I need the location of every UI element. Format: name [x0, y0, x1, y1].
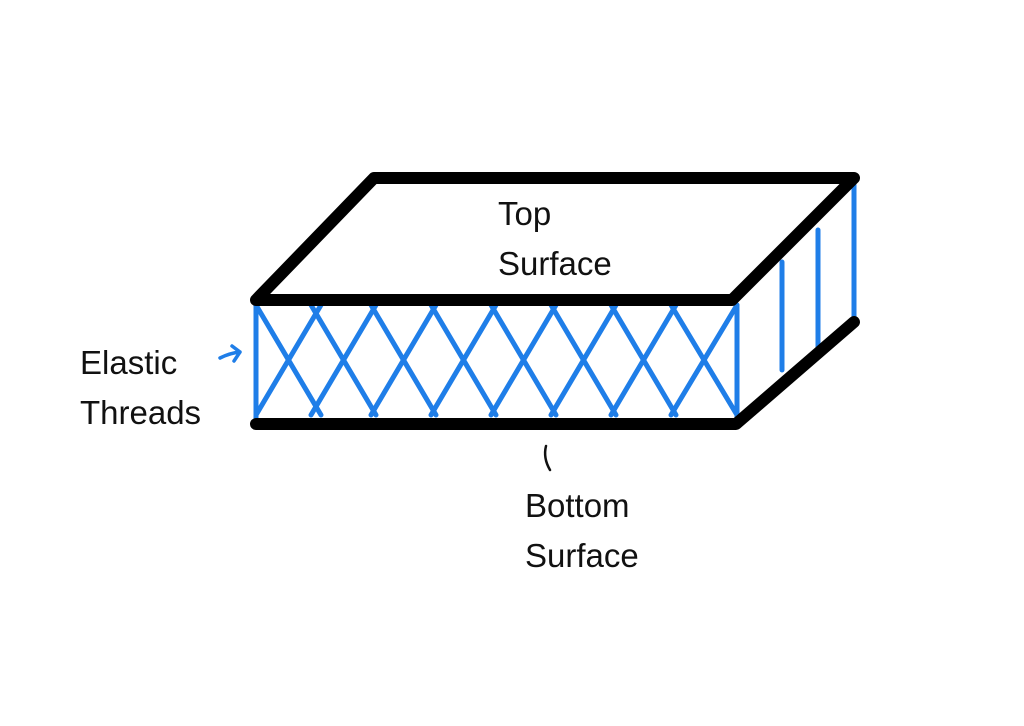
- bottom-surface-line2: Surface: [525, 537, 639, 574]
- bottom-surface-pointer: [545, 446, 550, 470]
- top-surface-line1: Top: [498, 195, 551, 232]
- bottom-surface-line1: Bottom: [525, 487, 630, 524]
- elastic-threads-line2: Threads: [80, 394, 201, 431]
- top-surface-line2: Surface: [498, 245, 612, 282]
- elastic-threads-label: Elastic Threads: [80, 344, 201, 431]
- elastic-threads-arrow: [220, 346, 240, 361]
- elastic-threads-line1: Elastic: [80, 344, 177, 381]
- bottom-surface-label: Bottom Surface: [525, 487, 639, 574]
- top-surface-label: Top Surface: [498, 195, 612, 282]
- elastic-threads-front: [256, 305, 737, 420]
